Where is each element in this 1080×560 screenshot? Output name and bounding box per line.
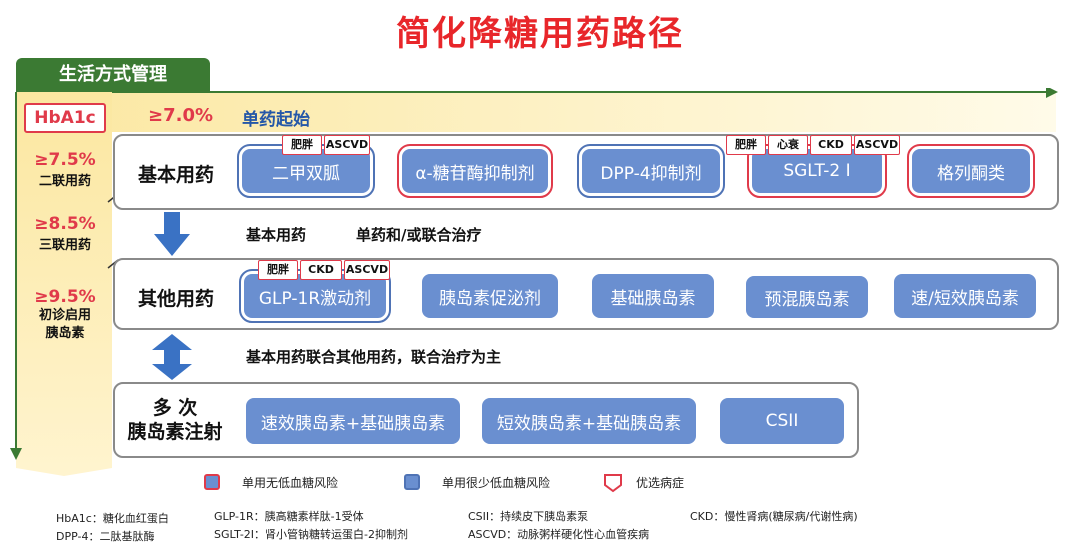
preferred-badge-icon: [604, 474, 622, 493]
start-text: 单药起始: [242, 110, 310, 130]
abbr-glp1r: GLP-1R：胰高糖素样肽-1受体: [214, 510, 364, 523]
note-mono-combo: 单药和/或联合治疗: [356, 226, 482, 244]
hba1c-label: HbA1c: [24, 103, 106, 133]
drug-secretagogue: 胰岛素促泌剂: [422, 274, 558, 318]
abbr-dpp4: DPP-4：二肽基肽酶: [56, 530, 155, 543]
horizontal-band: [16, 92, 1056, 132]
drug-glitazone: 格列酮类: [907, 144, 1035, 198]
drug-glp1: GLP-1R激动剂: [239, 269, 391, 323]
drug-basal-insulin: 基础胰岛素: [592, 274, 714, 318]
abbr-sglt2i: SGLT-2I：肾小管钠糖转运蛋白-2抑制剂: [214, 528, 409, 541]
drug-sglt2: SGLT-2 I: [747, 144, 887, 198]
insulin-row-label: 多 次 胰岛素注射: [118, 396, 232, 444]
abbr-ckd: CKD：慢性肾病(糖尿病/代谢性病): [690, 510, 858, 523]
drug-short-basal: 短效胰岛素+基础胰岛素: [482, 398, 696, 444]
legend-no-hypo: 单用无低血糖风险: [242, 476, 339, 490]
threshold-insulin: ≥9.5% 初诊启用 胰岛素: [20, 287, 110, 343]
threshold-text: 三联用药: [38, 238, 91, 253]
drug-csii: CSII: [720, 398, 844, 444]
background-arrows: [10, 88, 1058, 476]
badge-obesity: 肥胖: [726, 135, 766, 155]
badge-ascvd: ASCVD: [344, 260, 390, 280]
basic-row-label: 基本用药: [137, 164, 214, 186]
down-arrow-icon: [154, 212, 190, 256]
abbr-hba1c: HbA1c：糖化血红蛋白: [56, 512, 169, 525]
badge-ascvd: ASCVD: [324, 135, 370, 155]
threshold-value: ≥8.5%: [34, 214, 96, 234]
vertical-band: [16, 92, 112, 476]
note-basic: 基本用药: [246, 226, 307, 244]
horizontal-arrowhead: [1046, 88, 1058, 98]
threshold-text: 初诊启用 胰岛素: [38, 308, 91, 341]
insulin-label-line1: 多 次: [152, 397, 198, 419]
legend-low-hypo: 单用很少低血糖风险: [442, 476, 551, 490]
drug-metformin: 二甲双胍: [237, 144, 375, 198]
badge-ckd: CKD: [300, 260, 342, 280]
abbr-ascvd: ASCVD：动脉粥样硬化性心血管疾病: [468, 528, 650, 541]
abbr-csii: CSII：持续皮下胰岛素泵: [468, 510, 589, 523]
legend-swatch-blue: [404, 474, 420, 490]
other-row-label: 其他用药: [137, 288, 214, 310]
threshold-value: ≥7.5%: [34, 150, 96, 170]
double-arrow-icon: [152, 334, 192, 380]
legend-swatch-red: [204, 474, 220, 490]
drug-alpha-glucosidase: α-糖苷酶抑制剂: [397, 144, 553, 198]
drug-premixed-insulin: 预混胰岛素: [746, 276, 868, 318]
badge-heart-failure: 心衰: [768, 135, 808, 155]
badge-ckd: CKD: [810, 135, 852, 155]
note-combination: 基本用药联合其他用药，联合治疗为主: [246, 348, 502, 366]
drug-dpp4: DPP-4抑制剂: [577, 144, 725, 198]
threshold-dual: ≥7.5% 二联用药: [20, 150, 110, 189]
page-title: 简化降糖用药路径: [396, 14, 684, 54]
drug-rapid-insulin: 速/短效胰岛素: [894, 274, 1036, 318]
threshold-value: ≥9.5%: [34, 287, 96, 307]
insulin-label-line2: 胰岛素注射: [127, 421, 223, 443]
threshold-text: 二联用药: [38, 174, 91, 189]
badge-ascvd: ASCVD: [854, 135, 900, 155]
lifestyle-tab: 生活方式管理: [16, 58, 210, 92]
start-threshold: ≥7.0%: [148, 105, 214, 126]
threshold-triple: ≥8.5% 三联用药: [20, 214, 110, 253]
legend-preferred: 优选病症: [636, 476, 685, 490]
vertical-arrowhead: [10, 448, 22, 460]
badge-obesity: 肥胖: [282, 135, 322, 155]
drug-rapid-basal: 速效胰岛素+基础胰岛素: [246, 398, 460, 444]
badge-obesity: 肥胖: [258, 260, 298, 280]
